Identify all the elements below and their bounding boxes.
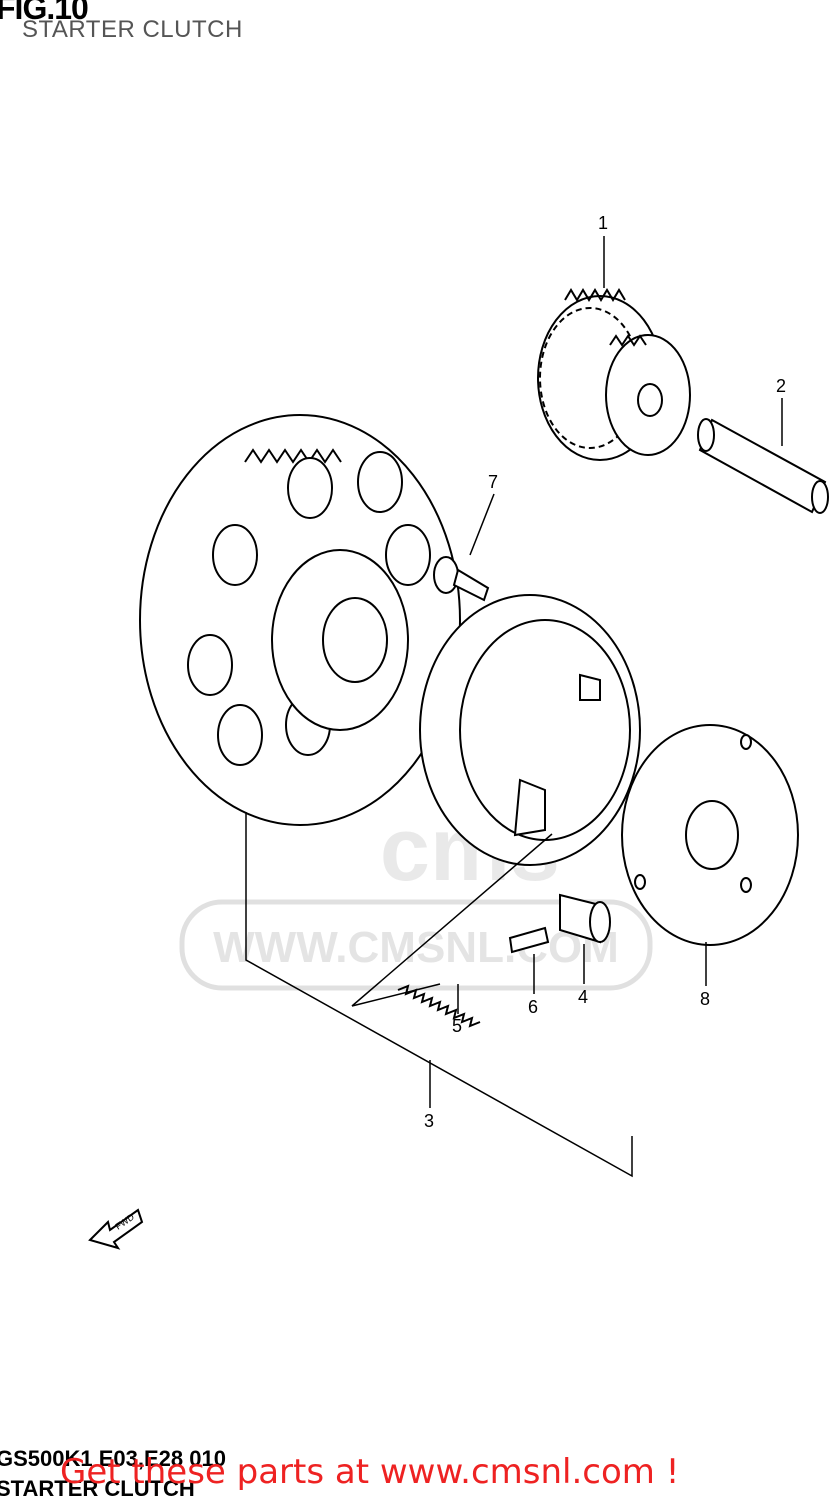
figure-label: FIG.10 xyxy=(0,0,89,26)
fwd-arrow-icon: FWD xyxy=(88,1208,144,1250)
figure-title: STARTER CLUTCH xyxy=(22,16,243,43)
watermark-url-text: WWW.CMSNL.COM xyxy=(213,923,619,972)
callout-5: 5 xyxy=(452,1016,462,1036)
part-3-starter-clutch-gear xyxy=(139,414,461,826)
part-4-roller xyxy=(559,893,611,944)
part-7-bolt xyxy=(433,556,490,602)
callout-3: 3 xyxy=(424,1111,434,1131)
callout-4: 4 xyxy=(578,987,588,1007)
callout-2: 2 xyxy=(776,376,786,396)
callout-1: 1 xyxy=(598,213,608,233)
callout-7: 7 xyxy=(488,472,498,492)
part-8-plate xyxy=(621,724,799,946)
part-2-shaft xyxy=(697,418,829,514)
part-6-pin xyxy=(508,926,550,954)
part-5-spring xyxy=(397,984,481,1028)
callout-6: 6 xyxy=(528,997,538,1017)
diagram-name: STARTER CLUTCH xyxy=(0,1476,195,1501)
clutch-body xyxy=(419,594,641,866)
diagram-code: GS500K1 E03,E28 010 xyxy=(0,1446,226,1471)
callout-8: 8 xyxy=(700,989,710,1009)
get-parts-link[interactable]: Get these parts at www.cmsnl.com ! xyxy=(60,1452,680,1492)
part-1-starter-idle-gear xyxy=(537,288,691,461)
